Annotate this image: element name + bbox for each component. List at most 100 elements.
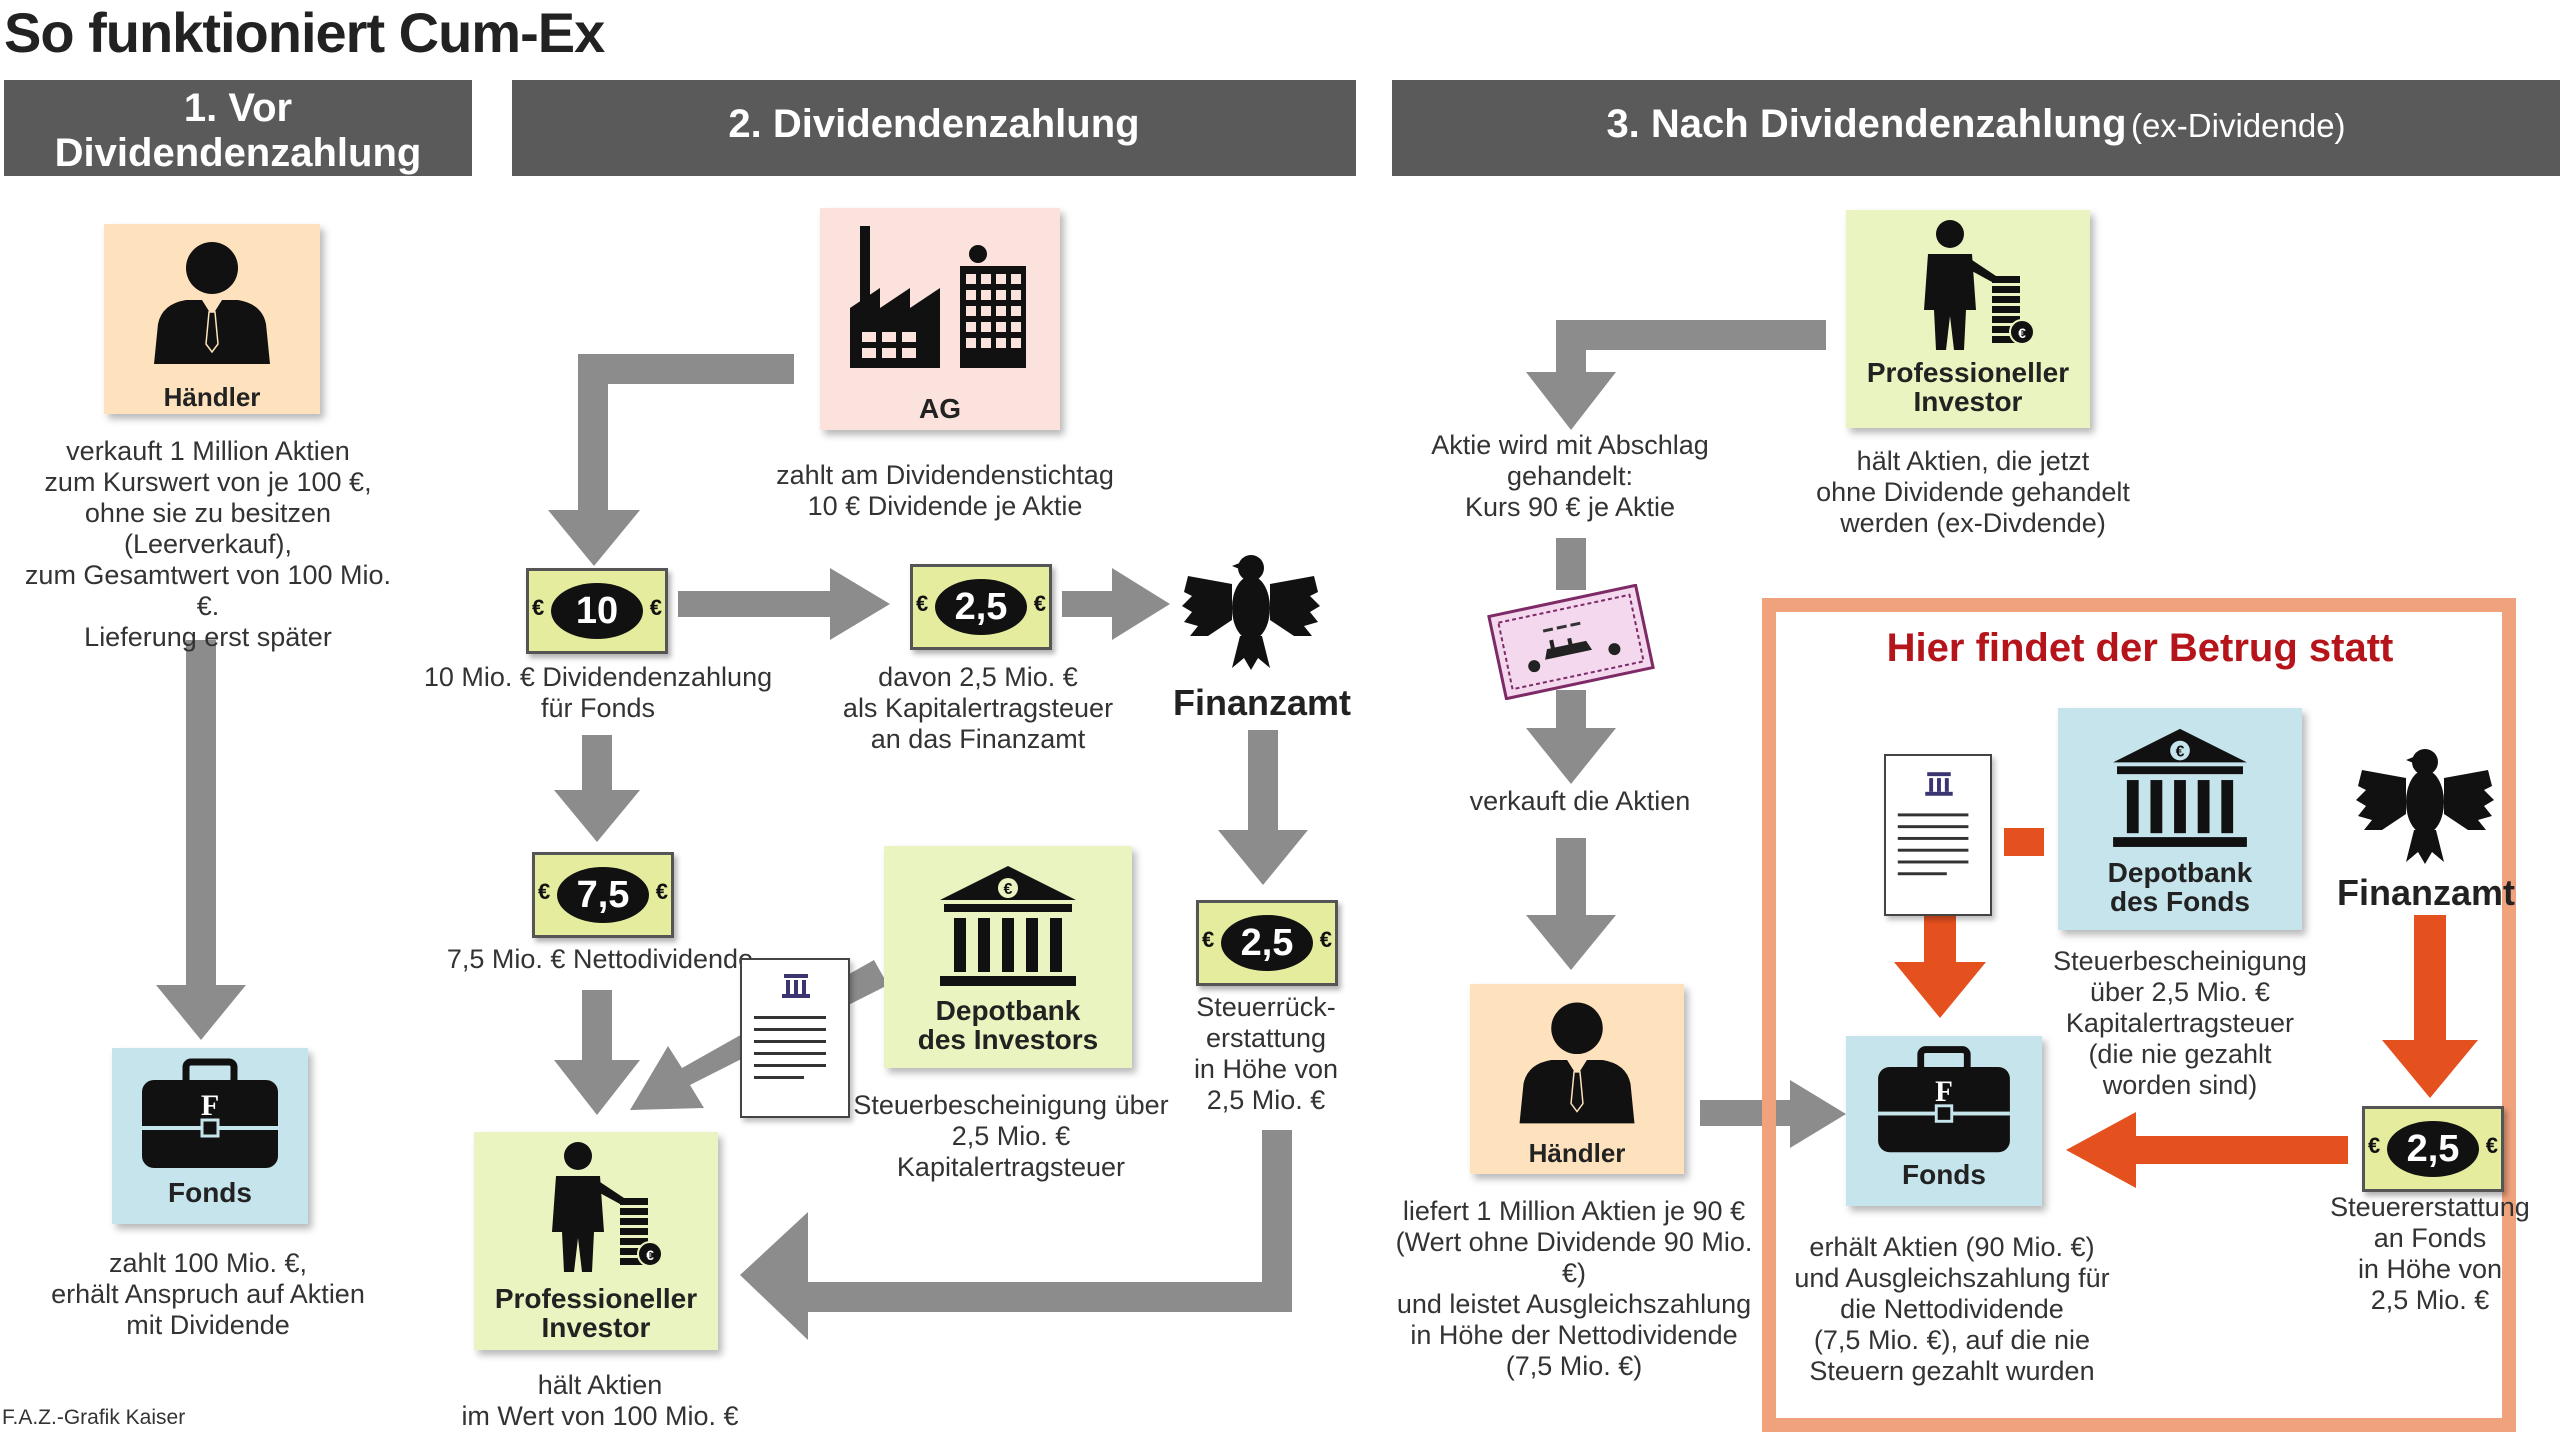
certificate-icon [1487, 584, 1655, 700]
investor-euro: € [646, 1247, 654, 1263]
arrow-doc-to-fonds [1894, 912, 1986, 1018]
ag-text: zahlt am Dividendenstichtag 10 € Dividen… [776, 460, 1114, 521]
money-25-refund: € 2,5 € [1196, 900, 1338, 986]
fonds-label-s1: Fonds [168, 1177, 252, 1208]
euro-left: € [2368, 1133, 2381, 1158]
investor-box-s3: € Professioneller Investor [1846, 210, 2090, 428]
money-25-s3-text: Steuererstattung an Fonds in Höhe von 2,… [2330, 1192, 2530, 1315]
depotbank-investor-text: Steuerbescheinigung über 2,5 Mio. € Kapi… [853, 1090, 1169, 1182]
document-icon [740, 958, 850, 1118]
arrow-haendler-to-fonds [156, 640, 246, 1040]
ag-box: AG [820, 208, 1060, 430]
section-3-subtitle: (ex-Dividende) [2130, 107, 2346, 144]
arrow-75-to-investor [554, 990, 640, 1115]
fonds-box-s1: F Fonds [112, 1048, 308, 1224]
money-75-text: 7,5 Mio. € Nettodividende [446, 944, 754, 974]
section-1-subtitle: (cum-Dividende) [116, 176, 360, 213]
money-25-tax-value: 2,5 [935, 579, 1027, 635]
arrow-to-certificate [1556, 538, 1586, 590]
haendler-label-s3: Händler [1528, 1138, 1626, 1168]
haendler-text-s1: verkauft 1 Million Aktien zum Kurswert v… [24, 436, 392, 652]
euro-right: € [1319, 927, 1332, 952]
bank-euro: € [2176, 743, 2185, 760]
arrow-10-to-75 [554, 735, 640, 842]
investor-label-s3: Professioneller Investor [1866, 357, 2070, 418]
depotbank-fonds-box: € Depotbank des Fonds [2058, 708, 2302, 930]
finanzamt-label-s2: Finanzamt [1172, 682, 1351, 723]
investor-euro: € [2018, 325, 2026, 341]
connector-depotbank-doc [2004, 828, 2044, 856]
person-icon [154, 242, 270, 364]
eagle-icon [1182, 555, 1320, 670]
page-title: So funktioniert Cum-Ex [4, 1, 605, 64]
euro-left: € [1202, 927, 1215, 952]
section-3-title: 3. Nach Dividendenzahlung [1606, 102, 2127, 146]
briefcase-icon: F [142, 1058, 278, 1168]
eagle-icon [2356, 749, 2494, 864]
section-header-2: 2. Dividendenzahlung [512, 80, 1356, 176]
fonds-letter-s1: F [201, 1089, 219, 1122]
arrow-finanzamt-to-refund [1218, 730, 1308, 885]
depotbank-investor-label: Depotbank des Investors [917, 995, 1099, 1056]
euro-right: € [2485, 1133, 2498, 1158]
arrow-10-to-25 [678, 568, 890, 640]
money-25-tax-text: davon 2,5 Mio. € als Kapitalertragsteuer… [842, 662, 1114, 754]
money-25-tax: € 2,5 € [910, 564, 1052, 650]
investor-label-s2: Professioneller Investor [494, 1283, 698, 1344]
finanzamt-label-s3: Finanzamt [2336, 872, 2515, 913]
money-25-refund-text: Steuerrück- erstattung in Höhe von 2,5 M… [1193, 992, 1339, 1115]
bank-euro: € [1004, 881, 1013, 898]
money-10: € 10 € [526, 568, 668, 654]
investor-text-s3: hält Aktien, die jetzt ohne Dividende ge… [1816, 446, 2130, 538]
document-icon-s3 [1884, 754, 1992, 916]
money-10-value: 10 [551, 583, 643, 639]
euro-right: € [1033, 591, 1046, 616]
bank-icon: € [2113, 728, 2247, 847]
arrow-25-to-finanzamt [1062, 568, 1170, 640]
euro-left: € [532, 595, 545, 620]
verkauft-text: verkauft die Aktien [1469, 786, 1691, 816]
euro-left: € [916, 591, 929, 616]
fonds-box-s3: F Fonds [1846, 1036, 2042, 1206]
euro-right: € [649, 595, 662, 620]
factory-icon [850, 226, 1026, 368]
haendler-label-s1: Händler [163, 382, 261, 412]
fraud-title: Hier findet der Betrug statt [1886, 626, 2394, 670]
investor-text-s2: hält Aktien im Wert von 100 Mio. € [461, 1370, 739, 1431]
investor-icon: € [1924, 220, 2035, 350]
euro-left: € [538, 879, 551, 904]
person-icon [1519, 1002, 1635, 1124]
fonds-label-s3: Fonds [1902, 1159, 1986, 1190]
arrow-money25-to-fonds [2066, 1112, 2348, 1188]
investor-box-s2: € Professioneller Investor [474, 1132, 718, 1350]
money-25-s3: € 2,5 € [2362, 1106, 2504, 1192]
money-10-text: 10 Mio. € Dividendenzahlung für Fonds [423, 662, 773, 723]
fonds-letter-s3: F [1935, 1076, 1953, 1108]
money-75-value: 7,5 [557, 867, 649, 923]
red-arrows [1894, 828, 2478, 1188]
haendler-text-s3: liefert 1 Million Aktien je 90 € (Wert o… [1395, 1196, 1753, 1381]
depotbank-fonds-text: Steuerbescheinigung über 2,5 Mio. € Kapi… [2053, 946, 2307, 1100]
haendler-box-s1: Händler [104, 224, 320, 414]
investor-icon: € [552, 1142, 663, 1272]
section-2-title: 2. Dividendenzahlung [728, 102, 1140, 146]
money-25-refund-value: 2,5 [1221, 915, 1313, 971]
ag-label: AG [919, 393, 961, 424]
fonds-text-s1: zahlt 100 Mio. €, erhält Anspruch auf Ak… [51, 1248, 365, 1340]
fraud-frame [1762, 598, 2516, 1432]
arrow-verkauft-to-haendler [1526, 838, 1616, 970]
depotbank-investor-box: € Depotbank des Investors [884, 846, 1132, 1068]
money-75: € 7,5 € [532, 852, 674, 938]
fonds-text-s3: erhält Aktien (90 Mio. €) und Ausgleichs… [1794, 1232, 2110, 1386]
arrow-ag-to-money10 [548, 354, 794, 566]
arrow-certificate-to-verkauft [1526, 690, 1616, 784]
credit: F.A.Z.-Grafik Kaiser [2, 1406, 186, 1429]
aktie-text: Aktie wird mit Abschlag gehandelt: Kurs … [1431, 430, 1709, 522]
section-header-1: 1. Vor Dividendenzahlung (cum-Dividende) [4, 80, 472, 213]
depotbank-fonds-label: Depotbank des Fonds [2107, 857, 2253, 918]
arrow-finanzamt-to-money25 [2382, 915, 2478, 1098]
haendler-box-s3: Händler [1470, 984, 1684, 1174]
euro-right: € [655, 879, 668, 904]
